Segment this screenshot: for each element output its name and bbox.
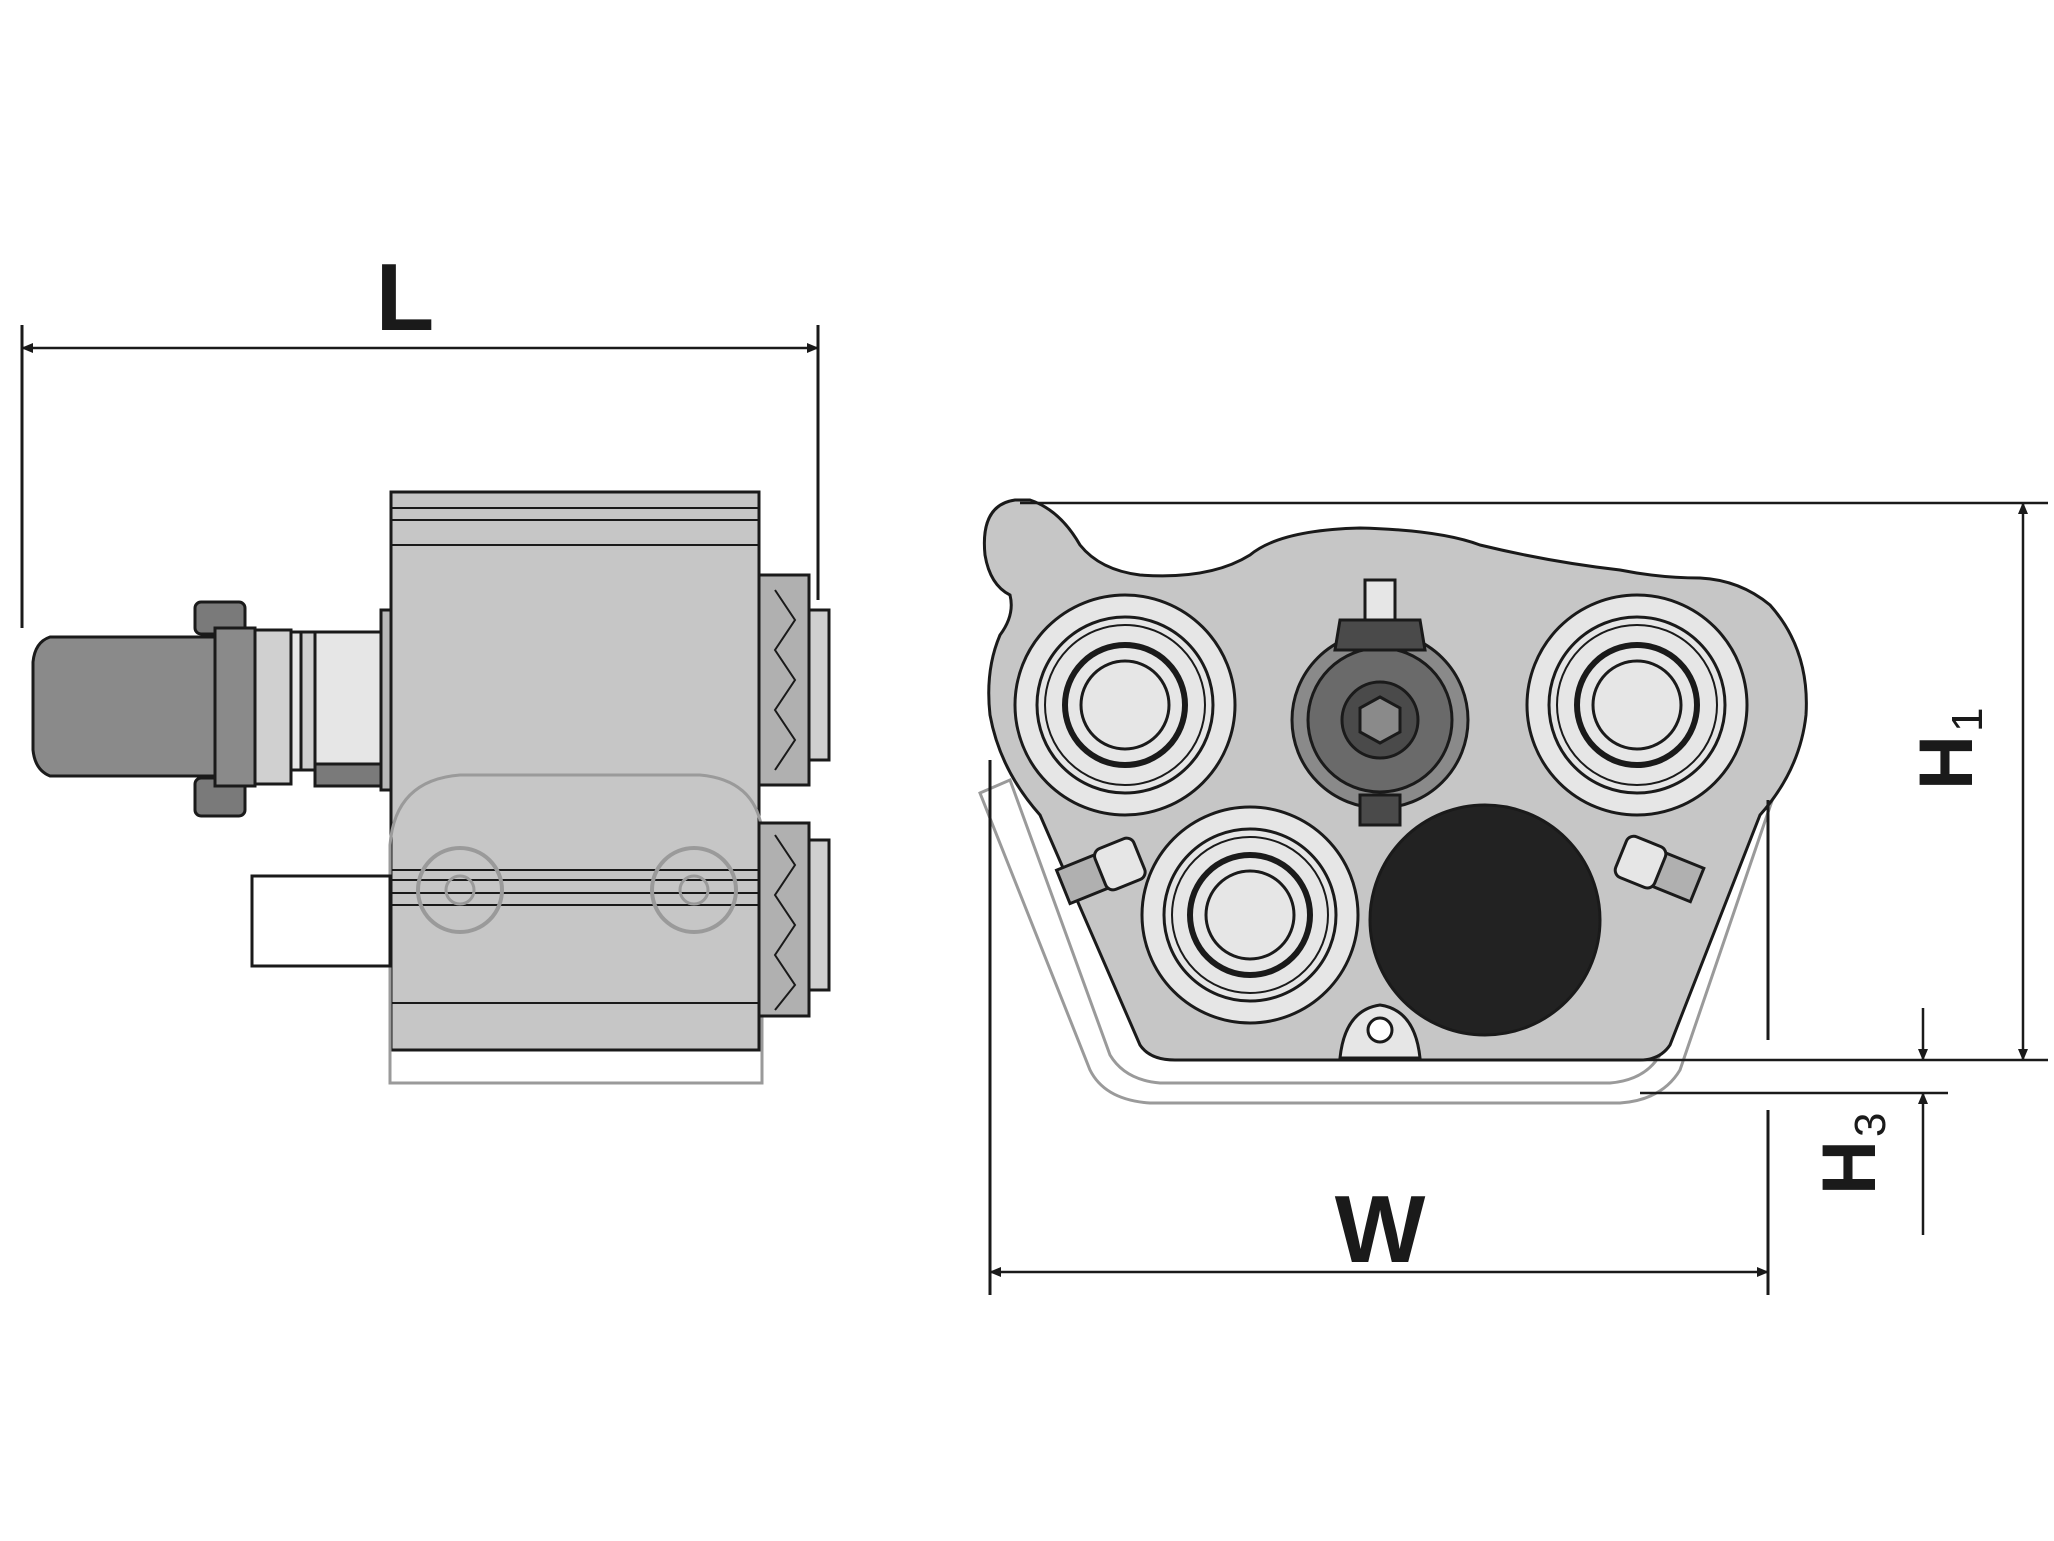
roller-lower-left-ring1 [1162, 827, 1338, 1003]
nut-top-cap [807, 608, 831, 762]
roller-lower-left-ring3 [1187, 852, 1313, 978]
roller-upper-right-ring3 [1574, 642, 1700, 768]
nut-top-threads [773, 589, 797, 771]
neck-base [313, 762, 392, 788]
hex-socket-icon [1358, 695, 1402, 745]
housing-left-step [379, 608, 393, 792]
nut-top [757, 573, 811, 787]
dim-h3-label-main: H [1807, 1140, 1892, 1195]
nut-bottom-cap [807, 838, 831, 992]
roller-black [1368, 803, 1602, 1037]
screw-right-ghost [650, 846, 738, 934]
roller-lower-left-ring2 [1171, 836, 1329, 994]
dim-h1-label: H 1 [1904, 708, 1992, 790]
side-view [20, 325, 831, 1085]
roller-upper-left-ring2 [1044, 624, 1206, 786]
screw-right-ghost-inner [678, 874, 710, 906]
roller-upper-left-hub [1079, 659, 1171, 751]
adjust-screw-left [1054, 836, 1147, 906]
dim-h3-label: H 3 [1807, 1113, 1895, 1195]
dim-w-label: W [1335, 1176, 1426, 1283]
main-housing [389, 490, 761, 1052]
screw-left-ghost-inner [444, 874, 476, 906]
dim-h3-label-sub: 3 [1846, 1113, 1895, 1137]
center-hub-tab-bottom [1358, 793, 1402, 827]
neck-ring [253, 628, 293, 786]
dim-h1-label-sub: 1 [1943, 708, 1992, 732]
screw-left-ghost [416, 846, 504, 934]
front-view [978, 498, 2048, 1295]
bottom-pin [1366, 1016, 1394, 1044]
side-block [250, 874, 392, 968]
adjust-screw-right [1613, 834, 1706, 904]
neck-ring-2 [299, 630, 317, 772]
roller-upper-left-ring3 [1062, 642, 1188, 768]
roller-upper-left-ring1 [1035, 615, 1215, 795]
center-hub-spout [1333, 618, 1427, 652]
dim-l-label: L [376, 244, 435, 351]
nut-bottom [757, 821, 811, 1018]
roller-upper-right-hub [1591, 659, 1683, 751]
shank-flange [213, 626, 257, 788]
roller-upper-right-ring2 [1556, 624, 1718, 786]
roller-lower-left-hub [1204, 869, 1296, 961]
roller-upper-right-ring1 [1547, 615, 1727, 795]
center-hub-tab-top [1363, 578, 1397, 627]
nut-bottom-threads [773, 834, 797, 1011]
dim-h1-label-main: H [1904, 735, 1989, 790]
shank [31, 635, 217, 778]
